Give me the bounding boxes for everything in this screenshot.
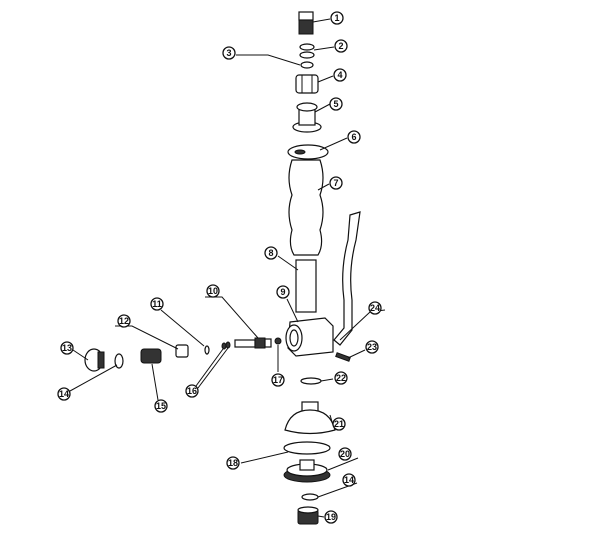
callout-14-lower: 14 [342, 473, 356, 487]
callout-3: 3 [222, 46, 236, 60]
callout-21: 21 [332, 417, 346, 431]
part-23-pin [335, 352, 351, 362]
part-2-washers [299, 43, 315, 59]
svg-text:14: 14 [344, 475, 354, 485]
part-10-stem [234, 337, 272, 349]
part-22-oring [300, 377, 322, 385]
part-13-cap [84, 348, 105, 372]
part-19-nozzle [297, 506, 319, 525]
svg-text:20: 20 [340, 449, 350, 459]
callout-19: 19 [324, 510, 338, 524]
svg-text:13: 13 [62, 343, 72, 353]
part-20-nozzle-plate [283, 459, 331, 483]
callout-14: 14 [57, 387, 71, 401]
callout-13: 13 [60, 341, 74, 355]
part-16-orings [221, 341, 231, 350]
part-14-oring [114, 353, 124, 369]
part-3-oring [300, 61, 314, 69]
svg-text:10: 10 [208, 286, 218, 296]
svg-text:17: 17 [273, 375, 283, 385]
svg-text:18: 18 [228, 458, 238, 468]
callout-6: 6 [347, 130, 361, 144]
callout-23: 23 [365, 340, 379, 354]
svg-text:1: 1 [334, 13, 339, 23]
callout-1: 1 [330, 11, 344, 25]
part-18-gasket [283, 441, 331, 455]
part-24-lever [333, 211, 361, 346]
callout-12: 12 [117, 314, 131, 328]
part-5-adapter [292, 102, 322, 133]
callout-24: 24 [368, 301, 382, 315]
callout-7: 7 [329, 176, 343, 190]
svg-text:21: 21 [334, 419, 344, 429]
svg-text:22: 22 [336, 373, 346, 383]
svg-text:15: 15 [156, 401, 166, 411]
svg-text:8: 8 [268, 248, 273, 258]
callout-11: 11 [150, 297, 164, 311]
svg-text:3: 3 [226, 48, 231, 58]
callout-8: 8 [264, 246, 278, 260]
part-1-fitting [298, 11, 314, 35]
svg-text:12: 12 [119, 316, 129, 326]
callout-18: 18 [226, 456, 240, 470]
svg-text:24: 24 [370, 303, 380, 313]
svg-text:14: 14 [59, 389, 69, 399]
svg-text:19: 19 [326, 512, 336, 522]
callout-22: 22 [334, 371, 348, 385]
svg-text:6: 6 [351, 132, 356, 142]
part-9-valve-body [285, 317, 334, 357]
part-12-plunger [175, 344, 189, 358]
svg-text:5: 5 [333, 99, 338, 109]
part-14-oring-lower [301, 493, 319, 501]
svg-text:16: 16 [187, 386, 197, 396]
part-4-nut [295, 74, 319, 94]
part-7-handle-grip [288, 159, 324, 256]
callout-17: 17 [271, 373, 285, 387]
part-6-collar [287, 144, 329, 160]
leader-lines [69, 18, 386, 518]
callout-20: 20 [338, 447, 352, 461]
callout-5: 5 [329, 97, 343, 111]
part-8-tube [295, 259, 317, 313]
svg-text:7: 7 [333, 178, 338, 188]
callout-10: 10 [206, 284, 220, 298]
part-17-ball [274, 337, 282, 345]
svg-text:11: 11 [152, 299, 162, 309]
svg-text:23: 23 [367, 342, 377, 352]
callout-16: 16 [185, 384, 199, 398]
svg-text:4: 4 [337, 70, 342, 80]
callout-15: 15 [154, 399, 168, 413]
part-21-bell-housing [284, 401, 336, 435]
part-11-ring [204, 345, 210, 355]
callout-9: 9 [276, 285, 290, 299]
svg-text:9: 9 [280, 287, 285, 297]
part-15-spring [140, 348, 162, 364]
callout-2: 2 [334, 39, 348, 53]
svg-text:2: 2 [338, 41, 343, 51]
callout-4: 4 [333, 68, 347, 82]
